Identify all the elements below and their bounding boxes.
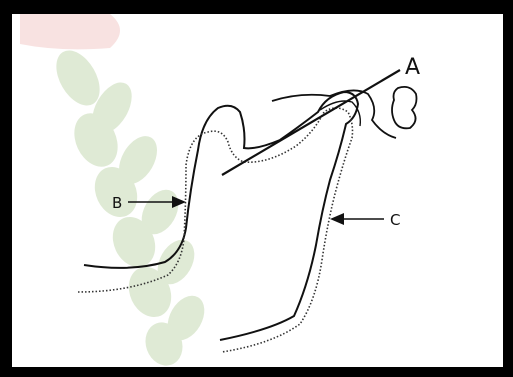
label-a: A [405,55,420,80]
label-b: B [112,194,122,212]
skull-base-curve [272,90,396,138]
label-c: C [390,211,400,229]
arrow-b-head [172,196,186,208]
watermark-logo [20,14,212,367]
watermark-red-blob [20,14,120,49]
mastoid-outline [392,87,417,128]
arrow-c-head [330,213,344,225]
watermark-wheat-stalk [47,43,211,367]
mandible-outline-diagram: A B C [12,14,503,367]
diagram-panel: A B C [12,14,503,367]
